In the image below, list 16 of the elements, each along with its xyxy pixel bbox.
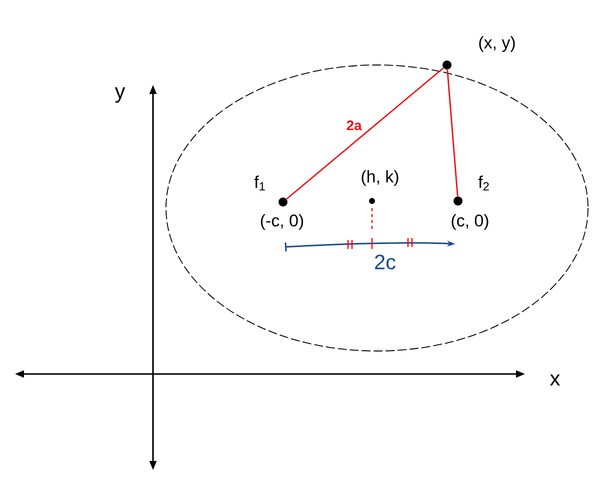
point: f$_{1}$ (-c, 0) bbox=[254, 176, 304, 230]
line-segment bbox=[446, 70, 458, 196]
node-label: (c, 0) bbox=[452, 214, 488, 230]
node-label: f$_{2}$ bbox=[478, 176, 489, 190]
dimension-label: 2c bbox=[375, 254, 396, 270]
node-label: (x, y) bbox=[479, 36, 515, 52]
node-label: (h, k) bbox=[362, 170, 398, 186]
axis-label: y bbox=[114, 87, 126, 103]
axis-label: x bbox=[550, 374, 560, 386]
edge-label: 2a bbox=[346, 120, 362, 130]
point: (h, k) bbox=[362, 170, 398, 204]
node-label: f$_{1}$ bbox=[254, 176, 265, 190]
line-segment bbox=[286, 67, 444, 200]
node-label: (-c, 0) bbox=[260, 214, 304, 230]
point: f$_{2}$ (c, 0) bbox=[452, 176, 489, 230]
point: (x, y) bbox=[442, 36, 515, 70]
